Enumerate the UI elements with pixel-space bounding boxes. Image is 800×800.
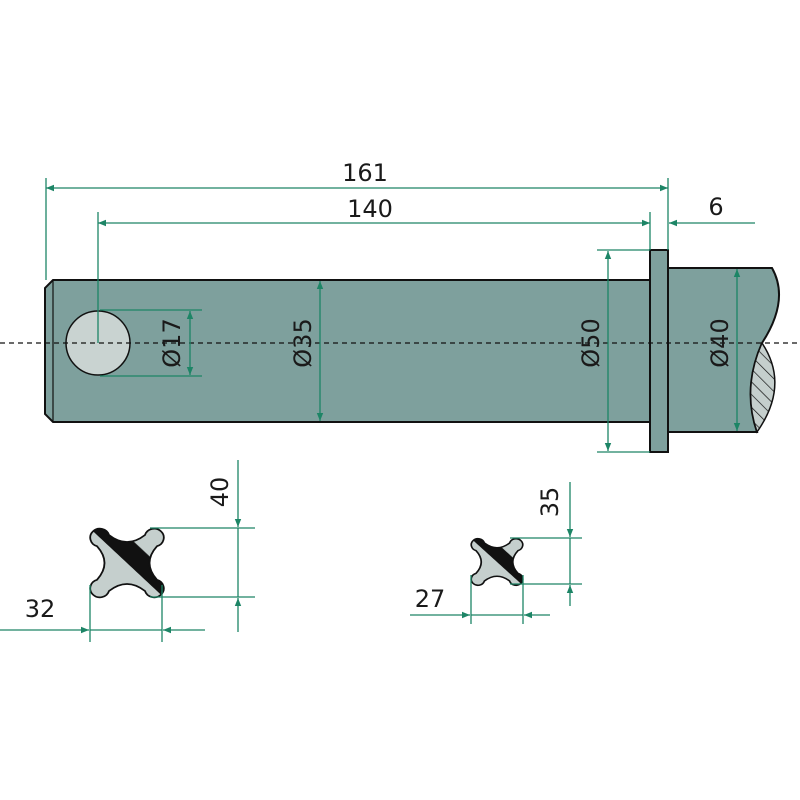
dim-overall-length: 161: [45, 159, 669, 280]
flange: [649, 249, 669, 453]
break-section-hatch: [749, 341, 776, 434]
label-35: 35: [536, 487, 564, 518]
label-d40: Ø40: [706, 318, 734, 367]
dim-flange-diameter: Ø50: [577, 249, 650, 453]
label-6: 6: [708, 193, 723, 221]
section-shape: [470, 537, 524, 587]
dim-shaft-diameter: Ø35: [289, 281, 324, 421]
label-140: 140: [347, 195, 393, 223]
label-27: 27: [415, 585, 446, 613]
section-shape: [89, 527, 165, 599]
dim-flange-thickness: 6: [669, 193, 755, 227]
dim-hole-diameter: Ø17: [100, 309, 202, 377]
label-d50: Ø50: [577, 318, 605, 367]
pin-body: [44, 249, 781, 453]
dim-hole-to-flange: 140: [97, 195, 651, 343]
label-d35: Ø35: [289, 318, 317, 367]
cross-section-small: 35 27: [410, 482, 582, 624]
label-161: 161: [342, 159, 388, 187]
shaft: [44, 279, 651, 423]
label-d17: Ø17: [158, 318, 186, 367]
dim-stub-diameter: Ø40: [706, 269, 741, 431]
cross-section-large: 40 32: [0, 460, 255, 642]
label-32: 32: [25, 595, 56, 623]
label-40: 40: [206, 477, 234, 508]
